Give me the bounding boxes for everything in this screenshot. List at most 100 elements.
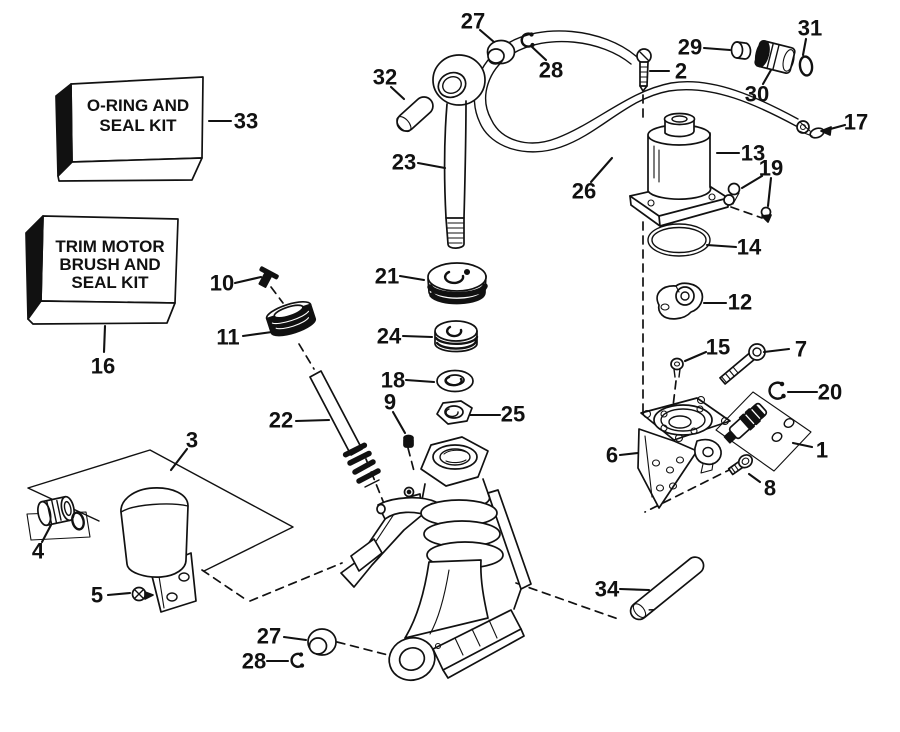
leader-line-10: [233, 275, 263, 285]
pivot-pin-32: [396, 96, 434, 133]
leader-line-1: [791, 441, 814, 449]
part-label-12: 12: [728, 290, 752, 315]
part-label-3: 3: [186, 428, 198, 453]
piston-24: [434, 320, 479, 353]
cylinder-housing-body: [340, 436, 532, 682]
part-label-19: 19: [759, 156, 783, 181]
leader-line-18: [404, 378, 436, 384]
leader-line-21: [398, 274, 426, 282]
leader-line-4: [40, 523, 53, 544]
leader-line-5: [106, 591, 132, 597]
leader-line-11: [241, 330, 274, 338]
reservoir-tank: [120, 487, 189, 578]
part-label-15: 15: [706, 335, 730, 360]
kit-box-16-line2: BRUSH AND: [59, 255, 160, 274]
trim-rod-22: [309, 370, 381, 488]
part-label-31: 31: [798, 16, 822, 41]
part-label-27-top: 27: [461, 9, 485, 34]
leader-line-27-bottom: [282, 635, 308, 642]
part-label-34: 34: [595, 577, 620, 602]
part-label-4: 4: [32, 539, 45, 564]
part-label-13: 13: [741, 141, 765, 166]
washer-18: [436, 369, 474, 393]
leader-line-3: [169, 447, 189, 472]
cross-tube-34: [629, 556, 705, 621]
part-label-5: 5: [91, 583, 103, 608]
leader-line-29: [702, 46, 732, 52]
part-label-11: 11: [216, 325, 239, 350]
leader-line-9: [391, 410, 407, 435]
tilt-rod-23: [432, 54, 486, 249]
terminal-bushing-29: [730, 41, 752, 60]
part-label-2: 2: [675, 59, 687, 84]
leader-line-8: [747, 472, 762, 484]
leader-line-19-b: [766, 176, 773, 208]
part-label-26: 26: [572, 179, 596, 204]
part-label-8: 8: [764, 476, 776, 501]
valve-kit-1: [715, 391, 812, 472]
o-ring-31: [798, 55, 814, 77]
leader-line-26: [589, 156, 614, 184]
leader-line-17: [821, 123, 847, 133]
leader-line-24: [401, 334, 434, 339]
drive-coupler-12: [656, 282, 704, 320]
leader-line-16: [102, 324, 107, 354]
reservoir-screw-5: [131, 586, 154, 602]
plug-9: [403, 434, 414, 448]
part-label-7: 7: [795, 337, 807, 362]
leader-line-7: [762, 347, 791, 354]
lock-nut-25: [436, 400, 473, 425]
leader-line-34: [618, 587, 651, 592]
valve-screw-15: [670, 357, 684, 378]
part-label-6: 6: [606, 443, 618, 468]
leader-line-32: [389, 85, 406, 101]
kit-box-oring-seal: O-RING AND SEAL KIT: [55, 76, 204, 182]
part-label-32: 32: [373, 65, 397, 90]
part-label-25: 25: [501, 402, 525, 427]
rod-bushing-11: [265, 300, 317, 337]
part-label-23: 23: [392, 150, 416, 175]
part-label-24: 24: [377, 324, 402, 349]
kit-box-33-line2: SEAL KIT: [99, 116, 177, 135]
kit-box-trim-motor-brush: TRIM MOTOR BRUSH AND SEAL KIT: [25, 215, 179, 325]
part-label-17: 17: [844, 110, 868, 135]
bleed-screw-10: [258, 266, 279, 288]
leader-line-19: [740, 174, 764, 190]
part-label-1: 1: [816, 438, 828, 463]
motor-base-o-ring-14: [647, 223, 711, 257]
part-label-16: 16: [91, 354, 115, 379]
pivot-bushing-bottom: [307, 628, 337, 656]
leader-line-22: [294, 418, 331, 423]
snap-ring-20: [768, 381, 786, 400]
leader-line-15: [683, 350, 708, 363]
assembly-dashed-lines: [201, 94, 763, 656]
part-label-30: 30: [745, 82, 769, 107]
part-label-33: 33: [234, 109, 258, 134]
kit-box-33-line1: O-RING AND: [87, 96, 189, 115]
motor-mount-screw: [636, 48, 652, 92]
leader-line-23: [416, 161, 447, 170]
kit-box-16-line1: TRIM MOTOR: [55, 237, 164, 256]
part-label-27-bottom: 27: [257, 624, 281, 649]
trim-motor-13: [629, 112, 729, 227]
manifold-bolt-7: [719, 343, 766, 385]
part-label-9: 9: [384, 390, 396, 415]
part-label-22: 22: [269, 408, 293, 433]
leader-line-6: [618, 451, 640, 457]
leader-line-31: [801, 37, 808, 57]
manifold-bolt-8: [727, 454, 753, 476]
leader-line-27-top: [478, 28, 496, 44]
reservoir-bushing-4: [26, 495, 91, 541]
piston-cap-21: [427, 262, 488, 305]
wire-terminal-lugs: [796, 120, 832, 139]
part-label-21: 21: [375, 264, 399, 289]
part-label-10: 10: [210, 271, 234, 296]
pivot-bushing-top: [486, 39, 516, 65]
kit-box-16-line3: SEAL KIT: [71, 273, 149, 292]
part-label-18: 18: [381, 368, 405, 393]
leader-line-30: [761, 68, 773, 86]
snap-ring-bottom: [290, 652, 305, 668]
leader-line-14: [705, 243, 738, 249]
